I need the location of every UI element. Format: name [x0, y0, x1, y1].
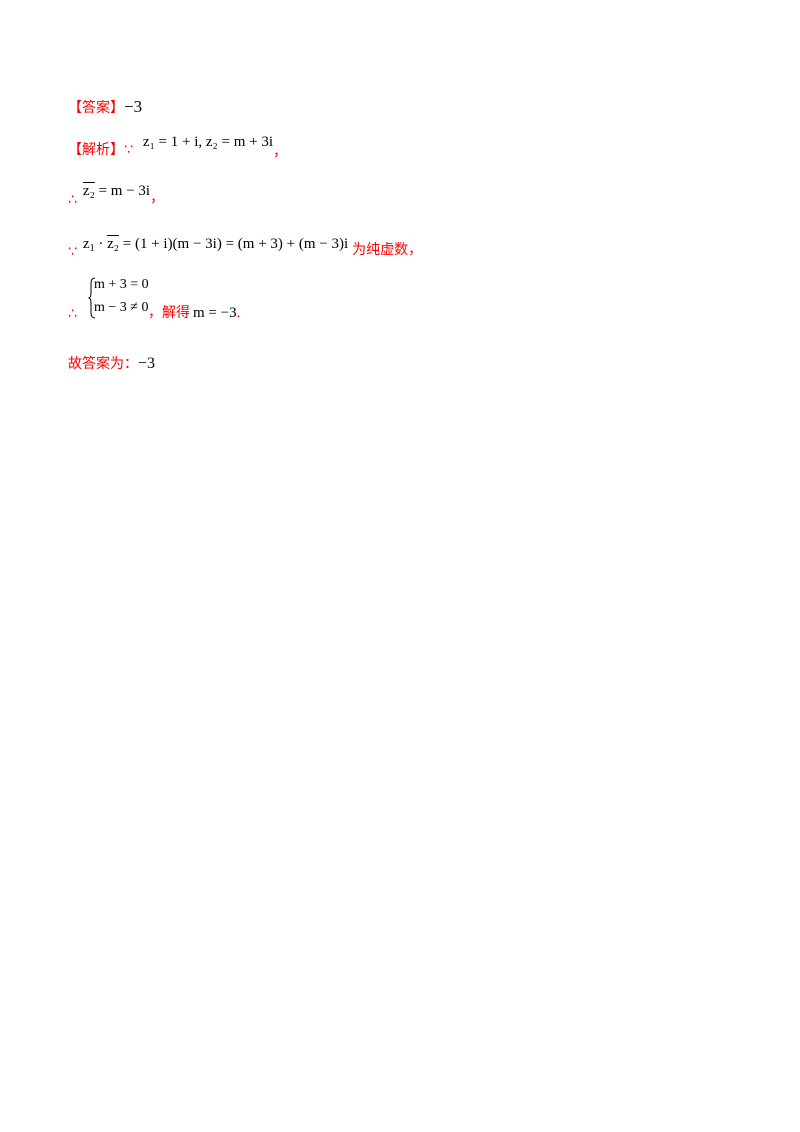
solve-text: ，解得 — [148, 305, 190, 321]
z1: z — [82, 236, 90, 252]
conclusion-value: −3 — [138, 355, 156, 372]
conclusion-line: 故答案为：−3 — [68, 353, 155, 373]
line4-period: . — [236, 305, 241, 321]
product-expansion: = (1 + i)(m − 3i) = (m + 3) + (m − 3)i — [118, 236, 349, 252]
condition-not-zero: m − 3 ≠ 0 — [94, 300, 149, 315]
solution-value: m = −3 — [193, 305, 237, 321]
analysis-label: 【解析】 — [68, 142, 124, 158]
answer-label: 【答案】 — [68, 100, 124, 116]
therefore-symbol-2: ∴ — [68, 306, 77, 322]
answer-value: −3 — [124, 97, 143, 116]
analysis-line-1: 【解析】∵ z₁ = 1 + i, z₂ = m + 3i， — [68, 131, 287, 160]
pure-imaginary-text: 为纯虚数， — [352, 242, 423, 258]
left-brace-icon — [88, 277, 96, 319]
z1-subscript: 1 — [89, 243, 95, 254]
conclusion-label: 故答案为： — [68, 356, 138, 372]
because-symbol-2: ∵ — [68, 244, 77, 260]
analysis-line-4-prefix: ∴ — [68, 303, 77, 322]
line1-comma: ， — [273, 144, 288, 160]
conjugate-z2: z₂ — [82, 183, 95, 199]
therefore-symbol: ∴ — [68, 192, 77, 208]
conjugate-z2-product: z₂ — [107, 236, 119, 252]
conjugate-value: = m − 3i — [94, 183, 151, 199]
line2-comma: ， — [150, 190, 165, 206]
answer-line: 【答案】−3 — [68, 97, 142, 117]
because-symbol: ∵ — [124, 142, 133, 158]
analysis-line-3: ∵ z1 · z₂ = (1 + i)(m − 3i) = (m + 3) + (… — [68, 233, 422, 260]
given-values: z₁ = 1 + i, z₂ = m + 3i — [142, 134, 274, 150]
condition-equal-zero: m + 3 = 0 — [94, 277, 149, 292]
dot-operator: · — [94, 236, 108, 252]
analysis-line-2: ∴ z₂ = m − 3i， — [68, 180, 164, 208]
